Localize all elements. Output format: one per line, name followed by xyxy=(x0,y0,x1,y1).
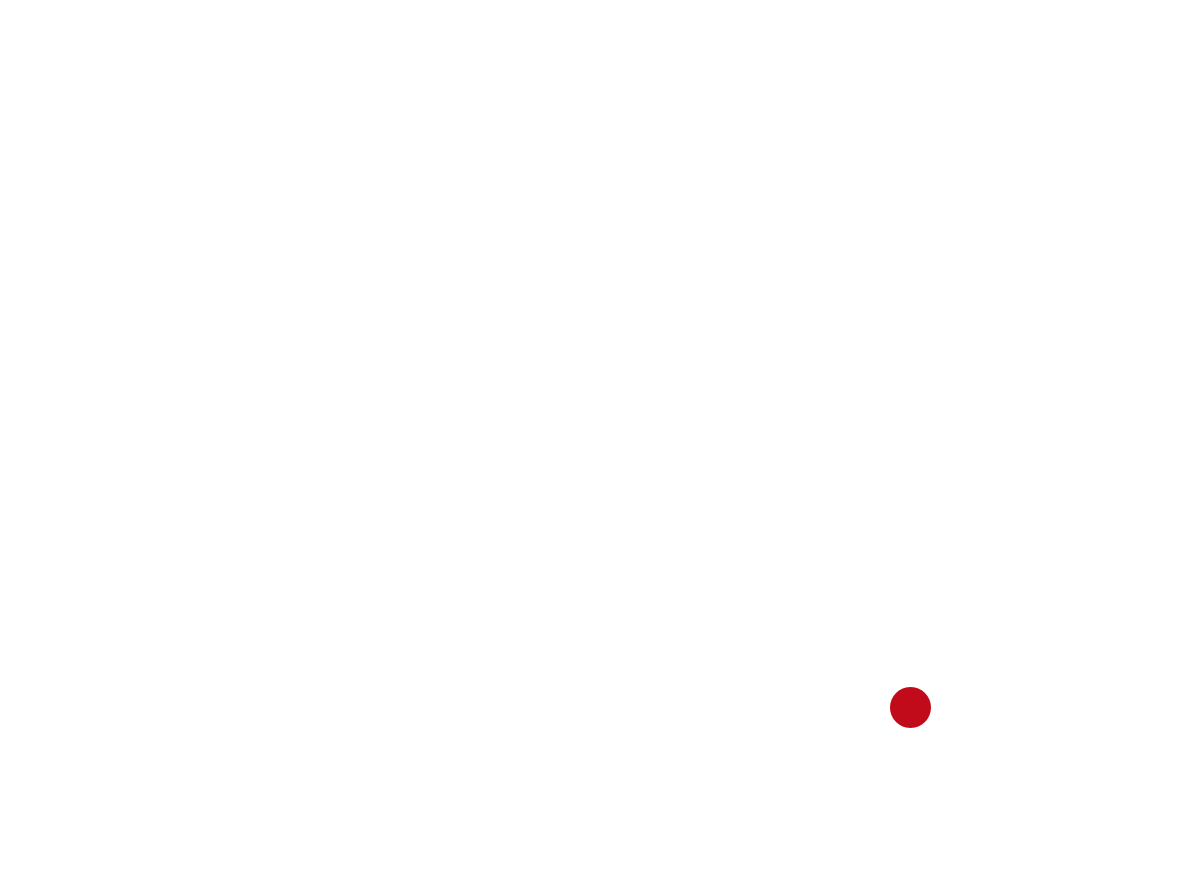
red-dot-icon[interactable] xyxy=(890,687,931,728)
